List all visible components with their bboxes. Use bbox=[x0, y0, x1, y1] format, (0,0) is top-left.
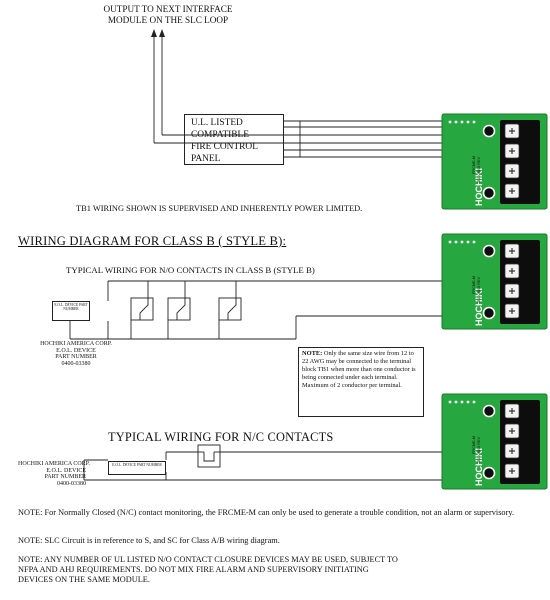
svg-text:HOCHIKI: HOCHIKI bbox=[474, 448, 484, 486]
note-any-number: NOTE: ANY NUMBER OF UL LISTED N/O CONTAC… bbox=[18, 555, 398, 584]
wire-note-label: NOTE: bbox=[302, 350, 323, 357]
output-header: OUTPUT TO NEXT INTERFACE MODULE ON THE S… bbox=[68, 4, 268, 25]
fire-control-panel: U.L. LISTED COMPATIBLE FIRE CONTROL PANE… bbox=[184, 114, 284, 165]
svg-text:1810-0005 REV: 1810-0005 REV bbox=[477, 157, 481, 184]
svg-text:FRCME-M: FRCME-M bbox=[472, 276, 476, 294]
eol-caption-line: E.O.L. DEVICE bbox=[46, 467, 86, 474]
svg-text:HOCHIKI: HOCHIKI bbox=[474, 168, 484, 206]
eol-caption-class-b: HOCHIKI AMERICA CORP. E.O.L. DEVICE PART… bbox=[34, 341, 118, 367]
tb1-note: TB1 WIRING SHOWN IS SUPERVISED AND INHER… bbox=[76, 204, 363, 213]
module-1: HOCHIKI FRCME-M 1810-0005 REV bbox=[441, 113, 548, 210]
wire-note-text: Only the same size wire from 12 to 22 AW… bbox=[302, 350, 416, 390]
nc-title: TYPICAL WIRING FOR N/C CONTACTS bbox=[108, 430, 334, 444]
panel-line: U.L. LISTED bbox=[191, 118, 243, 128]
eol-box-label: E.O.L. DEVICE PART NUMBER bbox=[54, 303, 88, 311]
output-header-line2: MODULE ON THE SLC LOOP bbox=[107, 14, 229, 25]
note-slc-circuit: NOTE: SLC Circuit is in reference to S, … bbox=[18, 536, 280, 545]
svg-text:1810-0005 REV: 1810-0005 REV bbox=[477, 437, 481, 464]
eol-caption-line: HOCHIKI AMERICA CORP. bbox=[40, 341, 112, 347]
module-3: HOCHIKI FRCME-M 1810-0005 REV bbox=[441, 393, 548, 490]
class-b-subtitle: TYPICAL WIRING FOR N/O CONTACTS IN CLASS… bbox=[66, 265, 315, 275]
eol-caption-line: PART NUMBER bbox=[55, 354, 97, 360]
eol-device-box: E.O.L. DEVICE PART NUMBER bbox=[52, 301, 90, 321]
module-2: HOCHIKI FRCME-M 1810-0005 REV bbox=[441, 233, 548, 330]
svg-text:1810-0005 REV: 1810-0005 REV bbox=[477, 277, 481, 304]
eol-caption-nc: HOCHIKI AMERICA CORP. E.O.L. DEVICE PART… bbox=[18, 461, 90, 487]
svg-text:FRCME-M: FRCME-M bbox=[472, 436, 476, 454]
eol-box-label: E.O.L. DEVICE PART NUMBER bbox=[112, 463, 162, 467]
output-header-line1: OUTPUT TO NEXT INTERFACE bbox=[103, 4, 233, 14]
panel-line: PANEL bbox=[191, 154, 221, 164]
eol-caption-line: 0400-03380 bbox=[61, 360, 91, 367]
eol-caption-line: 0400-03380 bbox=[57, 480, 86, 487]
svg-text:HOCHIKI: HOCHIKI bbox=[474, 288, 484, 326]
eol-caption-line: HOCHIKI AMERICA CORP. bbox=[18, 461, 90, 467]
note-normally-closed: NOTE: For Normally Closed (N/C) contact … bbox=[18, 508, 515, 517]
panel-line: COMPATIBLE bbox=[191, 130, 249, 140]
svg-text:FRCME-M: FRCME-M bbox=[472, 156, 476, 174]
eol-device-box-nc: E.O.L. DEVICE PART NUMBER bbox=[108, 461, 166, 475]
wire-size-note: NOTE: Only the same size wire from 12 to… bbox=[298, 347, 424, 417]
eol-caption-line: E.O.L. DEVICE bbox=[56, 347, 96, 354]
eol-caption-line: PART NUMBER bbox=[44, 474, 87, 480]
panel-line: FIRE CONTROL bbox=[191, 142, 258, 152]
class-b-title: WIRING DIAGRAM FOR CLASS B ( STYLE B): bbox=[18, 234, 287, 248]
